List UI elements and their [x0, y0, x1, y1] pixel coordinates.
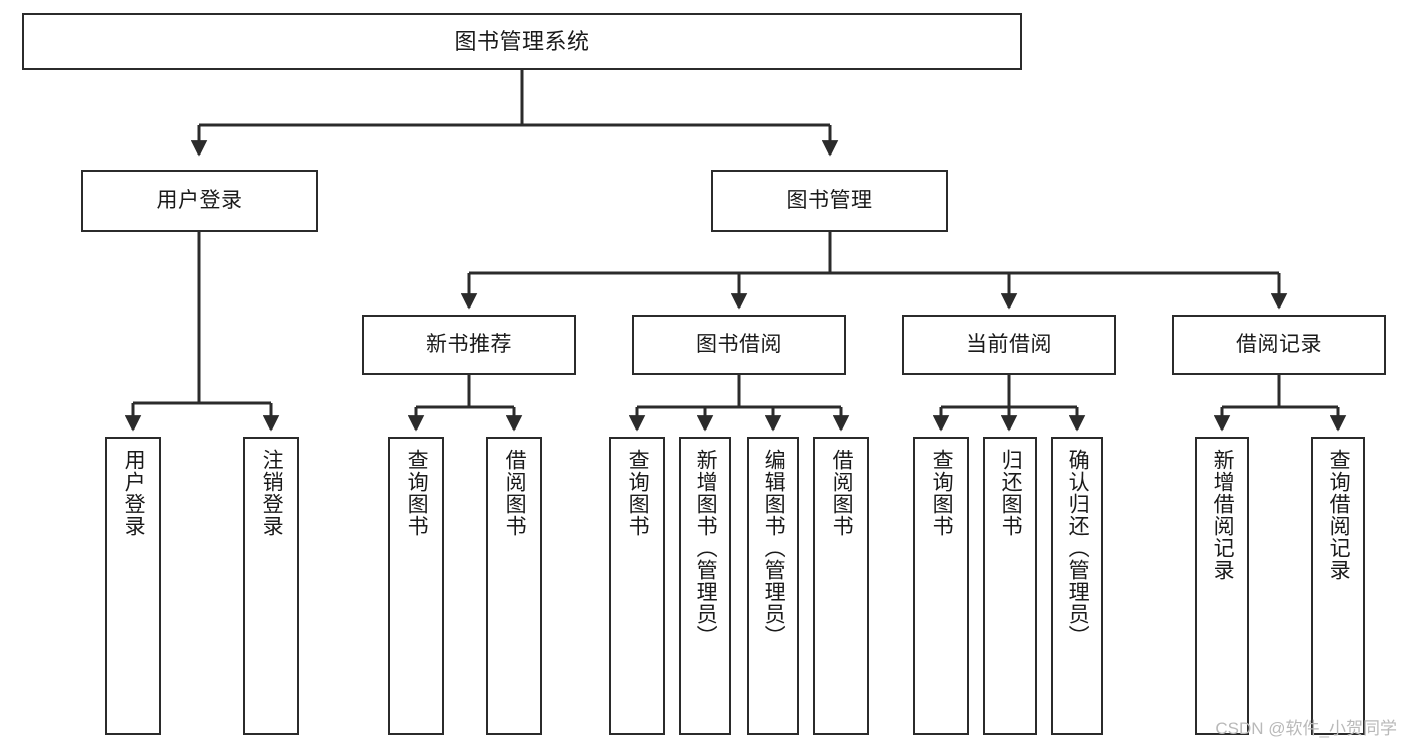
node-leaf-borrow-book-label: 借阅图书 — [830, 449, 854, 537]
node-leaf-logout[interactable]: 注销登录 — [243, 437, 299, 735]
node-leaf-borrow-book[interactable]: 借阅图书 — [813, 437, 869, 735]
node-current-borrow-label: 当前借阅 — [966, 332, 1052, 356]
node-leaf-add-borrow-record[interactable]: 新增借阅记录 — [1195, 437, 1249, 735]
node-new-book-recommend[interactable]: 新书推荐 — [362, 315, 576, 375]
node-leaf-logout-label: 注销登录 — [260, 449, 284, 537]
node-book-management-label: 图书管理 — [786, 188, 873, 212]
node-leaf-confirm-return[interactable]: 确认归还（管理员） — [1051, 437, 1103, 735]
node-leaf-add-book[interactable]: 新增图书（管理员） — [679, 437, 731, 735]
node-leaf-edit-book[interactable]: 编辑图书（管理员） — [747, 437, 799, 735]
watermark: CSDN @软件_小贺同学 — [1215, 719, 1397, 738]
node-leaf-query-book-borrow[interactable]: 查询图书 — [609, 437, 665, 735]
node-new-book-recommend-label: 新书推荐 — [426, 332, 512, 356]
node-borrow-record[interactable]: 借阅记录 — [1172, 315, 1386, 375]
node-book-management[interactable]: 图书管理 — [711, 170, 948, 232]
node-leaf-add-book-label: 新增图书（管理员） — [694, 449, 718, 647]
node-leaf-query-book-current-label: 查询图书 — [930, 449, 954, 537]
node-leaf-query-borrow-record[interactable]: 查询借阅记录 — [1311, 437, 1365, 735]
node-leaf-add-borrow-record-label: 新增借阅记录 — [1211, 449, 1235, 581]
node-book-borrow[interactable]: 图书借阅 — [632, 315, 846, 375]
node-leaf-user-login-label: 用户登录 — [122, 449, 146, 537]
node-leaf-query-book-recommend-label: 查询图书 — [405, 449, 429, 537]
node-book-borrow-label: 图书借阅 — [696, 332, 782, 356]
node-borrow-record-label: 借阅记录 — [1236, 332, 1322, 356]
node-leaf-confirm-return-label: 确认归还（管理员） — [1066, 449, 1090, 647]
node-user-login-label: 用户登录 — [156, 188, 243, 212]
node-leaf-edit-book-label: 编辑图书（管理员） — [762, 449, 786, 647]
node-leaf-borrow-book-recommend-label: 借阅图书 — [503, 449, 527, 537]
node-root[interactable]: 图书管理系统 — [22, 13, 1022, 70]
node-root-label: 图书管理系统 — [454, 28, 590, 54]
node-leaf-return-book[interactable]: 归还图书 — [983, 437, 1037, 735]
node-leaf-query-book-borrow-label: 查询图书 — [626, 449, 650, 537]
node-leaf-query-book-recommend[interactable]: 查询图书 — [388, 437, 444, 735]
node-leaf-return-book-label: 归还图书 — [999, 449, 1023, 537]
node-user-login[interactable]: 用户登录 — [81, 170, 318, 232]
node-leaf-query-borrow-record-label: 查询借阅记录 — [1327, 449, 1351, 581]
node-leaf-user-login[interactable]: 用户登录 — [105, 437, 161, 735]
node-leaf-borrow-book-recommend[interactable]: 借阅图书 — [486, 437, 542, 735]
node-leaf-query-book-current[interactable]: 查询图书 — [913, 437, 969, 735]
node-current-borrow[interactable]: 当前借阅 — [902, 315, 1116, 375]
